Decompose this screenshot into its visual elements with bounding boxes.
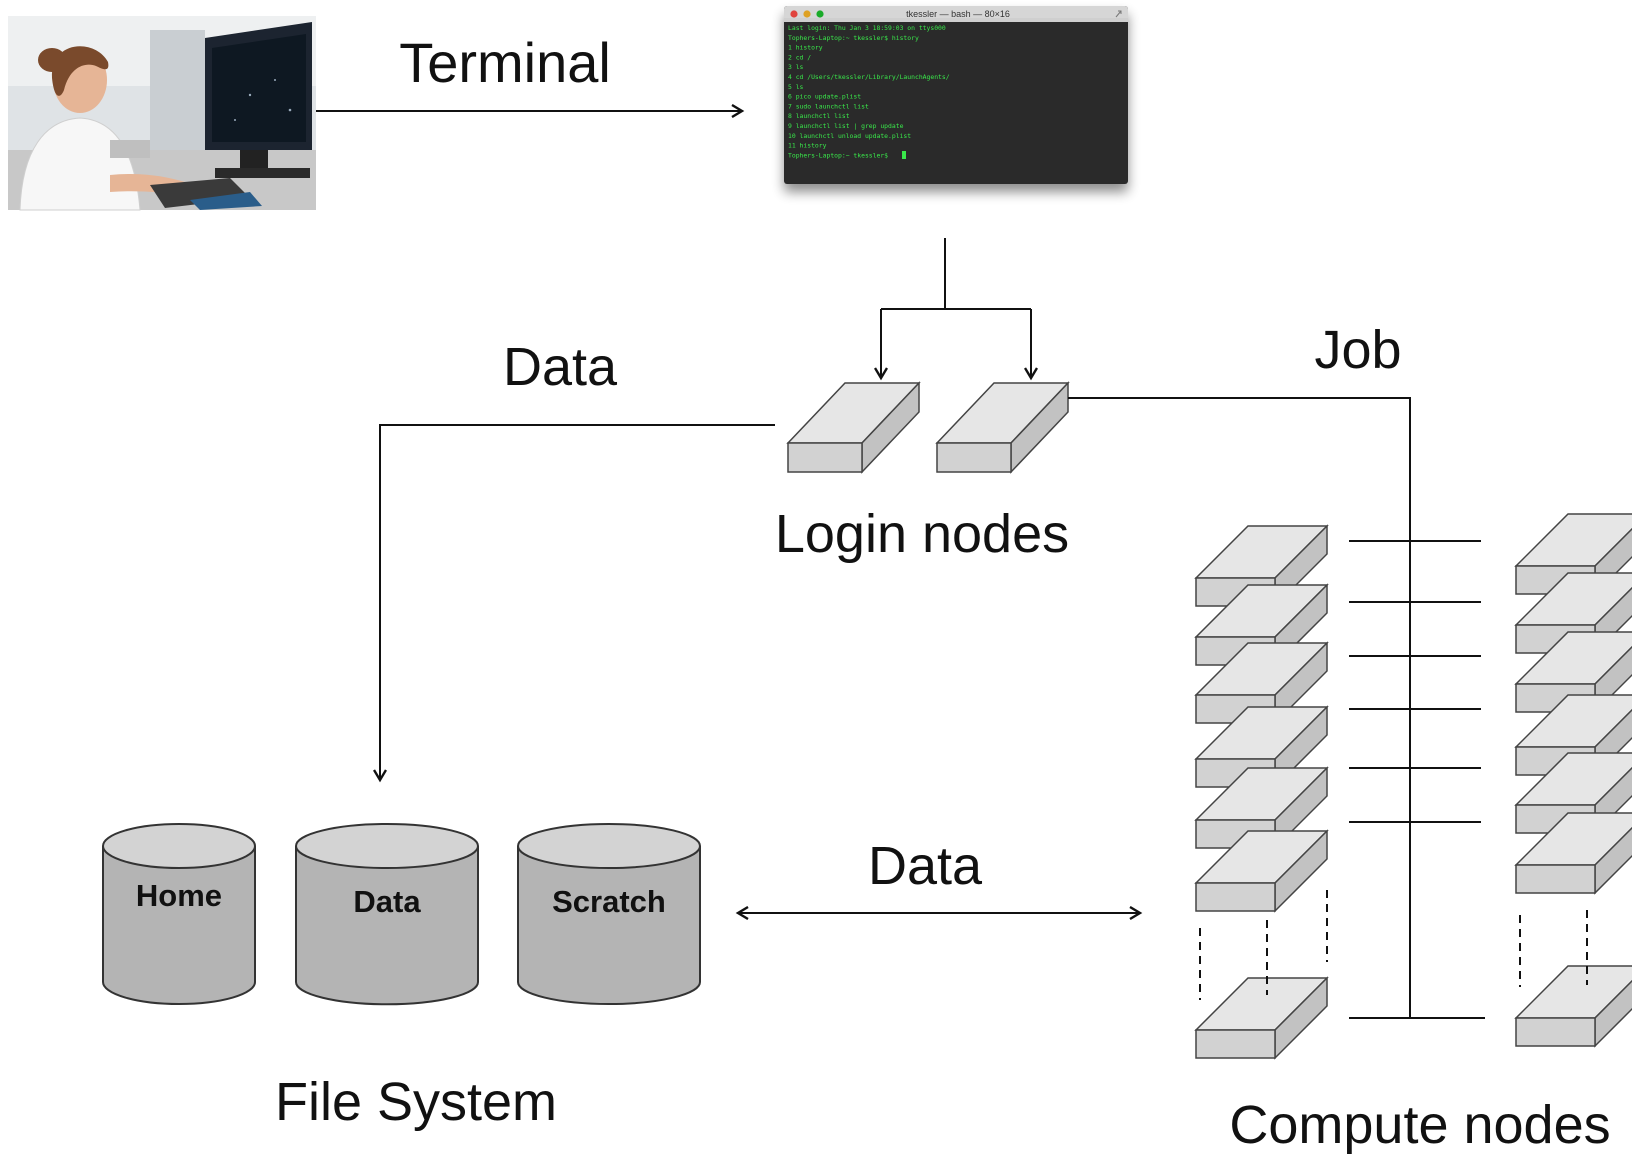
compute-node-2-last	[1514, 965, 1632, 1048]
compute-continuation-dashes	[1199, 890, 1588, 1000]
terminal-line: 1 history	[788, 44, 823, 52]
terminal-line: 4 cd /Users/tkessler/Library/LaunchAgent…	[788, 73, 950, 81]
terminal-title: tkessler — bash — 80×16	[906, 9, 1010, 19]
resize-icon[interactable]	[1115, 10, 1122, 18]
data-storage-label: Data	[353, 884, 421, 919]
home-label: Home	[136, 878, 222, 913]
file-system-label: File System	[275, 1072, 557, 1132]
compute-node-1-2	[1194, 583, 1329, 667]
terminal-output: Last login: Thu Jan 3 18:59:03 on ttys00…	[788, 24, 950, 159]
scratch-label: Scratch	[552, 884, 666, 919]
compute-nodes-column-2	[1514, 513, 1632, 1048]
compute-nodes-column-1	[1194, 524, 1329, 1060]
terminal-line: Tophers-Laptop:~ tkessler$	[788, 151, 888, 159]
storage-home: Home	[102, 823, 256, 1005]
login-node-2	[935, 381, 1070, 474]
job-label: Job	[1314, 320, 1401, 380]
terminal-line: 8 launchctl list	[788, 112, 850, 120]
terminal-line: 9 launchctl list | grep update	[788, 122, 904, 130]
terminal-line: 10 launchctl unload update.plist	[788, 132, 911, 140]
storage-data: Data	[295, 823, 479, 1006]
compute-node-2-6	[1514, 812, 1632, 895]
terminal-line: 2 cd /	[788, 53, 811, 61]
terminal-line: 5 ls	[788, 83, 804, 91]
terminal-to-login-connector	[881, 238, 1031, 378]
data-label-top: Data	[503, 337, 618, 397]
terminal-label: Terminal	[399, 31, 611, 94]
storage-scratch: Scratch	[517, 823, 701, 1005]
terminal-line: 7 sudo launchctl list	[788, 102, 869, 110]
terminal-line: 3 ls	[788, 63, 804, 71]
terminal-cursor	[902, 151, 906, 159]
terminal-line: Last login: Thu Jan 3 18:59:03 on ttys00…	[788, 24, 946, 32]
terminal-window	[784, 6, 1128, 184]
compute-nodes-label: Compute nodes	[1229, 1095, 1610, 1154]
login-to-filesystem-arrow	[380, 424, 775, 780]
minimize-icon[interactable]	[803, 10, 811, 18]
job-bus-taps	[1349, 540, 1485, 1019]
terminal-line: Tophers-Laptop:~ tkessler$ history	[788, 34, 919, 42]
terminal-line: 11 history	[788, 142, 827, 150]
job-bus-line	[1068, 397, 1411, 1018]
login-nodes-label: Login nodes	[775, 504, 1069, 564]
close-icon[interactable]	[790, 10, 798, 18]
login-node-1	[786, 381, 921, 474]
data-label-middle: Data	[868, 836, 983, 896]
compute-node-1-last	[1194, 976, 1329, 1060]
zoom-icon[interactable]	[816, 10, 824, 18]
user-workstation-photo	[8, 16, 316, 211]
compute-node-1-6	[1194, 829, 1329, 913]
terminal-line: 6 pico update.plist	[788, 93, 861, 101]
